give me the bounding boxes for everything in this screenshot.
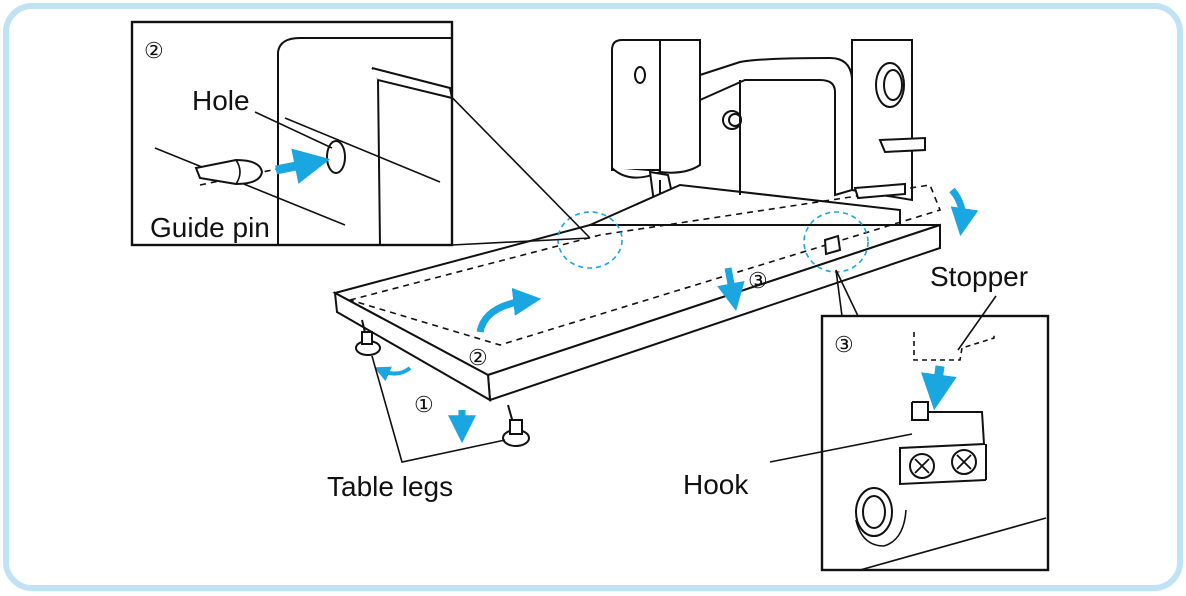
- table-legs-label: Table legs: [327, 471, 453, 502]
- hole-label: Hole: [192, 85, 250, 116]
- step-2-marker: ②: [468, 345, 488, 370]
- inset-hook: ③: [769, 269, 1050, 572]
- hook-label: Hook: [683, 469, 749, 500]
- extension-table: [332, 182, 942, 447]
- stopper-label: Stopper: [930, 261, 1028, 292]
- step-1-marker: ①: [414, 392, 434, 417]
- table-legs-leader: [371, 355, 506, 463]
- slide-arrow: [476, 287, 542, 333]
- step-3-marker: ③: [748, 268, 768, 293]
- lower-arrow-center: [717, 267, 745, 312]
- lower-arrow-right: [949, 187, 979, 237]
- inset-step-2-marker: ②: [144, 38, 164, 63]
- inset-guide-pin: ② Hole Guide pin: [130, 20, 591, 247]
- step-arrows: [448, 187, 979, 444]
- guide-pin-label: Guide pin: [150, 212, 270, 243]
- inset-step-3-marker: ③: [834, 332, 854, 357]
- leg-rotate-arrow: [374, 366, 412, 382]
